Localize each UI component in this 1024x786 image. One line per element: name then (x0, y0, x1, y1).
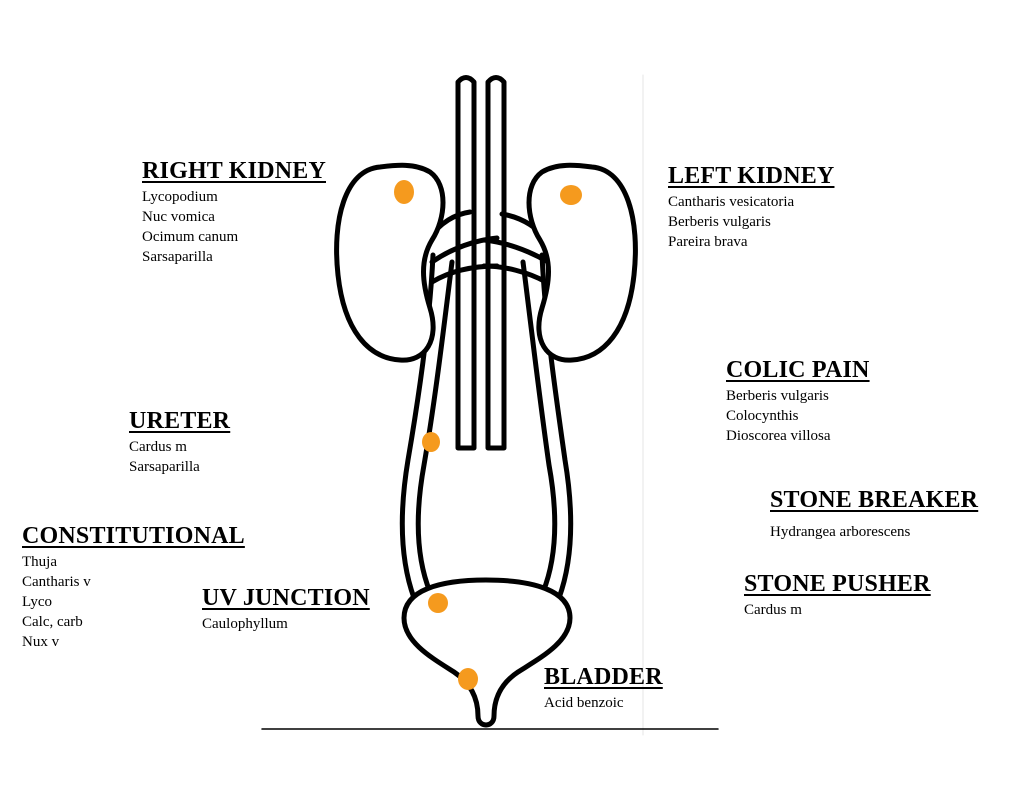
remedy-item: Cantharis vesicatoria (668, 194, 795, 210)
remedy-item: Acid benzoic (544, 695, 624, 711)
label-title: STONE BREAKER (770, 487, 979, 513)
label-uv-junction: UV JUNCTION Caulophyllum (202, 585, 370, 634)
label-title: RIGHT KIDNEY (142, 158, 326, 184)
remedy-list: Caulophyllum (202, 614, 370, 634)
remedy-item: Nux v (22, 634, 60, 650)
remedy-item: Caulophyllum (202, 616, 288, 632)
label-left-kidney: LEFT KIDNEY Cantharis vesicatoria Berber… (668, 163, 834, 252)
remedy-list: Thuja Cantharis v Lyco Calc, carb Nux v (22, 552, 245, 652)
bladder (401, 577, 573, 728)
remedy-item: Hydrangea arborescens (770, 524, 911, 540)
remedy-list: Cardus m Sarsaparilla (129, 437, 230, 477)
remedy-item: Sarsaparilla (129, 459, 200, 475)
marker-ureter (422, 432, 440, 452)
remedy-list: Lycopodium Nuc vomica Ocimum canum Sarsa… (142, 187, 326, 267)
label-title: BLADDER (544, 664, 663, 690)
left-ureter-inner (520, 259, 558, 595)
remedy-list: Acid benzoic (544, 693, 663, 713)
label-title: CONSTITUTIONAL (22, 523, 245, 549)
remedy-item: Lycopodium (142, 189, 218, 205)
remedy-item: Cardus m (744, 602, 802, 618)
remedy-item: Berberis vulgaris (726, 388, 829, 404)
label-stone-pusher: STONE PUSHER Cardus m (744, 571, 931, 620)
label-title: URETER (129, 408, 231, 434)
vena-cava-tube (485, 75, 507, 451)
label-title: LEFT KIDNEY (668, 163, 835, 189)
aorta-tube (455, 75, 477, 451)
marker-bladder (458, 668, 478, 690)
label-stone-breaker: STONE BREAKER Hydrangea arborescens (770, 487, 978, 542)
label-right-kidney: RIGHT KIDNEY Lycopodium Nuc vomica Ocimu… (142, 158, 326, 267)
label-title: UV JUNCTION (202, 585, 370, 611)
remedy-list: Cardus m (744, 600, 931, 620)
label-bladder: BLADDER Acid benzoic (544, 664, 663, 713)
label-title: STONE PUSHER (744, 571, 931, 597)
remedy-item: Calc, carb (22, 614, 83, 630)
remedy-item: Nuc vomica (142, 209, 215, 225)
remedy-item: Cardus m (129, 439, 187, 455)
marker-left-kidney (560, 185, 582, 205)
right-ureter-inner (415, 259, 455, 595)
marker-uv-junction (428, 593, 448, 613)
label-constitutional: CONSTITUTIONAL Thuja Cantharis v Lyco Ca… (22, 523, 245, 652)
left-renal-vessel-lower (481, 263, 549, 285)
remedy-item: Lyco (22, 594, 52, 610)
label-colic-pain: COLIC PAIN Berberis vulgaris Colocynthis… (726, 357, 870, 446)
marker-right-kidney (394, 180, 414, 204)
remedy-item: Berberis vulgaris (668, 214, 771, 230)
remedy-item: Pareira brava (668, 234, 748, 250)
remedy-item: Sarsaparilla (142, 249, 213, 265)
remedy-item: Colocynthis (726, 408, 799, 424)
remedy-list: Berberis vulgaris Colocynthis Dioscorea … (726, 386, 870, 446)
remedy-item: Cantharis v (22, 574, 91, 590)
remedy-item: Dioscorea villosa (726, 428, 831, 444)
remedy-list: Cantharis vesicatoria Berberis vulgaris … (668, 192, 834, 252)
label-ureter: URETER Cardus m Sarsaparilla (129, 408, 230, 477)
label-title: COLIC PAIN (726, 357, 870, 383)
remedy-list: Hydrangea arborescens (770, 522, 978, 542)
left-kidney (526, 162, 638, 363)
remedy-item: Ocimum canum (142, 229, 239, 245)
remedy-item: Thuja (22, 554, 57, 570)
right-kidney (334, 162, 446, 363)
